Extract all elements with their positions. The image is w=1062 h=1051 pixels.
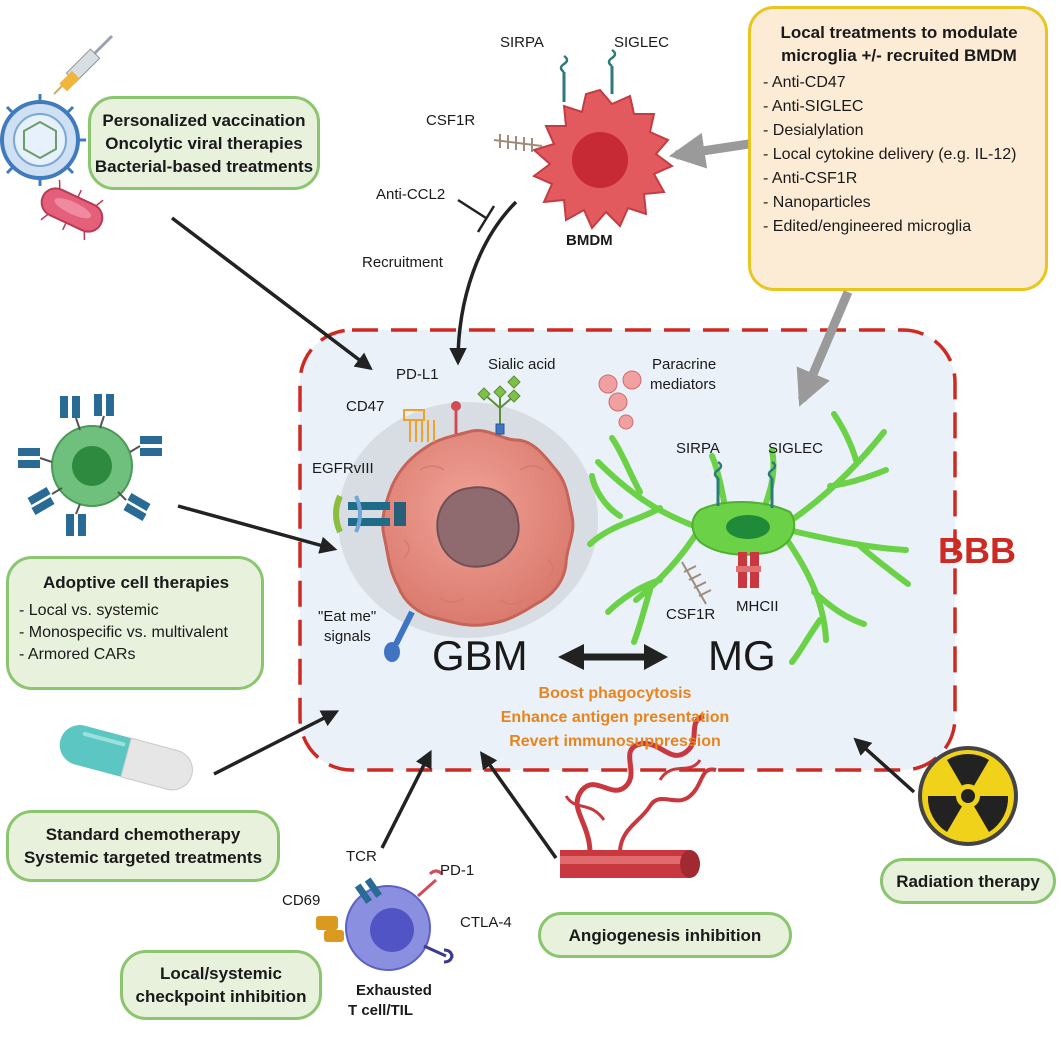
vaccination-line-3: Bacterial-based treatments bbox=[94, 157, 314, 176]
box-angiogenesis-inhibition: Angiogenesis inhibition bbox=[538, 912, 792, 958]
local-treatments-title-2: microglia +/- recruited BMDM bbox=[781, 46, 1017, 65]
label-cd47: CD47 bbox=[346, 398, 385, 415]
label-anti-ccl2: Anti-CCL2 bbox=[376, 186, 446, 203]
local-treatment-item: - Local cytokine delivery (e.g. IL-12) bbox=[763, 146, 1017, 163]
chemo-line-2: Systemic targeted treatments bbox=[23, 848, 263, 867]
label-siglec-bmdm: SIGLEC bbox=[614, 34, 670, 51]
label-recruitment: Recruitment bbox=[362, 254, 443, 271]
label-pd-1: PD-1 bbox=[440, 862, 475, 879]
label-pd-l1: PD-L1 bbox=[396, 366, 439, 383]
angiogenesis-label: Angiogenesis inhibition bbox=[568, 926, 762, 945]
outcome-list: Boost phagocytosis Enhance antigen prese… bbox=[470, 682, 760, 754]
local-treatment-item: - Anti-CD47 bbox=[763, 74, 846, 91]
local-treatment-item: - Desialylation bbox=[763, 122, 864, 139]
microglia-body bbox=[681, 460, 796, 605]
label-tcell-2: T cell/TIL bbox=[348, 1002, 414, 1019]
blood-vessel-icon bbox=[560, 713, 717, 878]
gbm-cell bbox=[333, 375, 598, 662]
checkpoint-line-1: Local/systemic bbox=[160, 964, 282, 983]
label-bmdm: BMDM bbox=[566, 232, 613, 249]
local-treatment-item: - Nanoparticles bbox=[763, 194, 871, 211]
label-egfrviii: EGFRvIII bbox=[312, 460, 374, 477]
local-treatment-item: - Anti-CSF1R bbox=[763, 170, 858, 187]
capsule-icon bbox=[59, 725, 193, 791]
radiation-icon bbox=[918, 746, 1018, 846]
syringe-icon bbox=[53, 34, 114, 95]
bmdm-cell bbox=[493, 48, 674, 230]
bacterium-icon bbox=[40, 179, 104, 241]
label-sialic-acid: Sialic acid bbox=[488, 356, 556, 373]
box-chemotherapy: Standard chemotherapy Systemic targeted … bbox=[6, 810, 280, 882]
box-local-treatments: Local treatments to modulate microglia +… bbox=[748, 6, 1048, 291]
label-mg: MG bbox=[708, 632, 776, 679]
label-sirpa-mg: SIRPA bbox=[676, 440, 720, 457]
outcome-item: Enhance antigen presentation bbox=[500, 709, 730, 726]
label-paracrine-2: mediators bbox=[650, 376, 716, 393]
local-treatment-item: - Anti-SIGLEC bbox=[763, 98, 864, 115]
paracrine-dots bbox=[598, 370, 642, 430]
outcome-item: Boost phagocytosis bbox=[538, 685, 692, 702]
label-cd69: CD69 bbox=[282, 892, 321, 909]
chemo-line-1: Standard chemotherapy bbox=[45, 825, 241, 844]
label-tcr: TCR bbox=[346, 848, 377, 865]
label-siglec-mg: SIGLEC bbox=[768, 440, 824, 457]
label-ctla-4: CTLA-4 bbox=[460, 914, 512, 931]
label-eat-me-1: "Eat me" bbox=[318, 608, 377, 625]
label-tcell-1: Exhausted bbox=[356, 982, 432, 999]
adoptive-item: - Monospecific vs. multivalent bbox=[19, 624, 228, 641]
egfrviii-receptor bbox=[333, 494, 406, 534]
adoptive-item: - Armored CARs bbox=[19, 646, 136, 663]
outcome-item: Revert immunosuppression bbox=[509, 733, 721, 750]
label-bbb: BBB bbox=[938, 530, 1016, 571]
label-paracrine-1: Paracrine bbox=[652, 356, 717, 373]
box-checkpoint-inhibition: Local/systemic checkpoint inhibition bbox=[120, 950, 322, 1020]
label-gbm: GBM bbox=[432, 632, 528, 679]
local-treatment-item: - Edited/engineered microglia bbox=[763, 218, 972, 235]
virus-icon bbox=[0, 94, 86, 186]
label-eat-me-2: signals bbox=[324, 628, 371, 645]
box-vaccination: Personalized vaccination Oncolytic viral… bbox=[88, 96, 320, 190]
gbm-mg-double-arrow bbox=[558, 644, 668, 670]
label-mhcii: MHCII bbox=[736, 598, 779, 615]
adoptive-item: - Local vs. systemic bbox=[19, 602, 159, 619]
checkpoint-line-2: checkpoint inhibition bbox=[135, 987, 307, 1006]
car-t-cell-icon bbox=[18, 394, 162, 536]
t-cell-icon bbox=[316, 869, 454, 971]
vaccination-line-1: Personalized vaccination bbox=[102, 111, 306, 130]
local-treatments-title-1: Local treatments to modulate bbox=[780, 23, 1018, 42]
label-csf1r-bmdm: CSF1R bbox=[426, 112, 476, 129]
label-sirpa-bmdm: SIRPA bbox=[500, 34, 544, 51]
label-csf1r-mg: CSF1R bbox=[666, 606, 716, 623]
adoptive-title: Adoptive cell therapies bbox=[43, 573, 230, 592]
box-radiation-therapy: Radiation therapy bbox=[880, 858, 1056, 904]
box-adoptive-cell-therapies: Adoptive cell therapies - Local vs. syst… bbox=[6, 556, 264, 690]
vaccination-line-2: Oncolytic viral therapies bbox=[105, 134, 303, 153]
radiation-label: Radiation therapy bbox=[896, 872, 1040, 891]
